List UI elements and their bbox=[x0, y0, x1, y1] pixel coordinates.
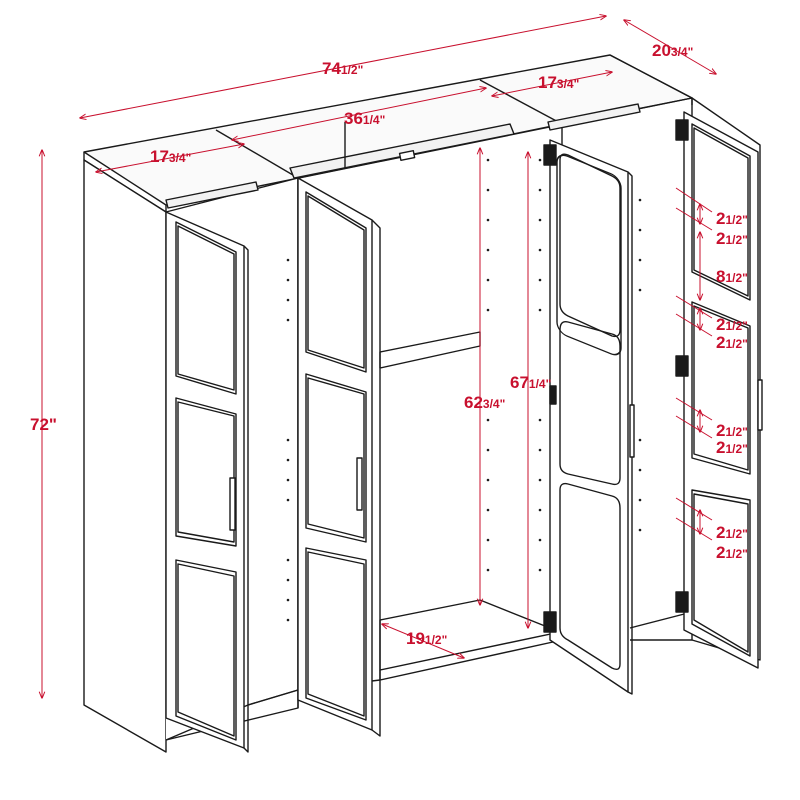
door-height-label: 671/4" bbox=[510, 373, 551, 392]
panel-height-label: 81/2" bbox=[716, 267, 748, 286]
overall-depth-label: 203/4" bbox=[652, 41, 693, 60]
overall-depth-line bbox=[624, 20, 716, 74]
center-right-door bbox=[543, 139, 635, 695]
panel-offset-label-1: 21/2" bbox=[716, 209, 748, 228]
right-door bbox=[675, 111, 763, 669]
panel-offset-label-3: 21/2" bbox=[716, 315, 748, 334]
overall-width-label: 741/2" bbox=[322, 59, 363, 78]
center-left-door bbox=[297, 177, 381, 737]
center-shelf bbox=[379, 331, 481, 369]
dimension-lines bbox=[42, 16, 716, 698]
left-section-width-line bbox=[96, 144, 244, 172]
left-side-panel bbox=[83, 159, 167, 753]
center-right-door-handle bbox=[549, 385, 557, 405]
overall-width-line bbox=[80, 16, 606, 118]
center-left-door-handle bbox=[356, 457, 363, 511]
overall-height-label: 72" bbox=[30, 415, 57, 434]
panel-offset-label-7: 21/2" bbox=[716, 523, 748, 542]
panel-offset-label-8: 21/2" bbox=[716, 543, 748, 562]
floor-depth-line bbox=[382, 624, 464, 658]
center-section-width-label: 361/4" bbox=[344, 109, 385, 128]
left-door-handle bbox=[229, 477, 236, 531]
right-door-handle bbox=[757, 379, 763, 431]
floor-depth-label: 191/2" bbox=[406, 629, 447, 648]
left-door bbox=[165, 211, 249, 753]
panel-offset-label-5: 21/2" bbox=[716, 421, 748, 440]
left-section-width-label: 173/4" bbox=[150, 147, 191, 166]
panel-offset-label-6: 21/2" bbox=[716, 438, 748, 457]
panel-offset-label-2: 21/2" bbox=[716, 229, 748, 248]
dimension-labels: 741/2" 203/4" 72" 173/4" 361/4" 173/4" 6… bbox=[30, 41, 748, 648]
center-section-width-line bbox=[232, 88, 486, 140]
right-section-width-label: 173/4" bbox=[538, 73, 579, 92]
right-section-width-line bbox=[492, 72, 612, 96]
panel-offset-label-4: 21/2" bbox=[716, 333, 748, 352]
shelf-peg-holes bbox=[286, 158, 642, 622]
center-interior-height-label: 623/4" bbox=[464, 393, 505, 412]
